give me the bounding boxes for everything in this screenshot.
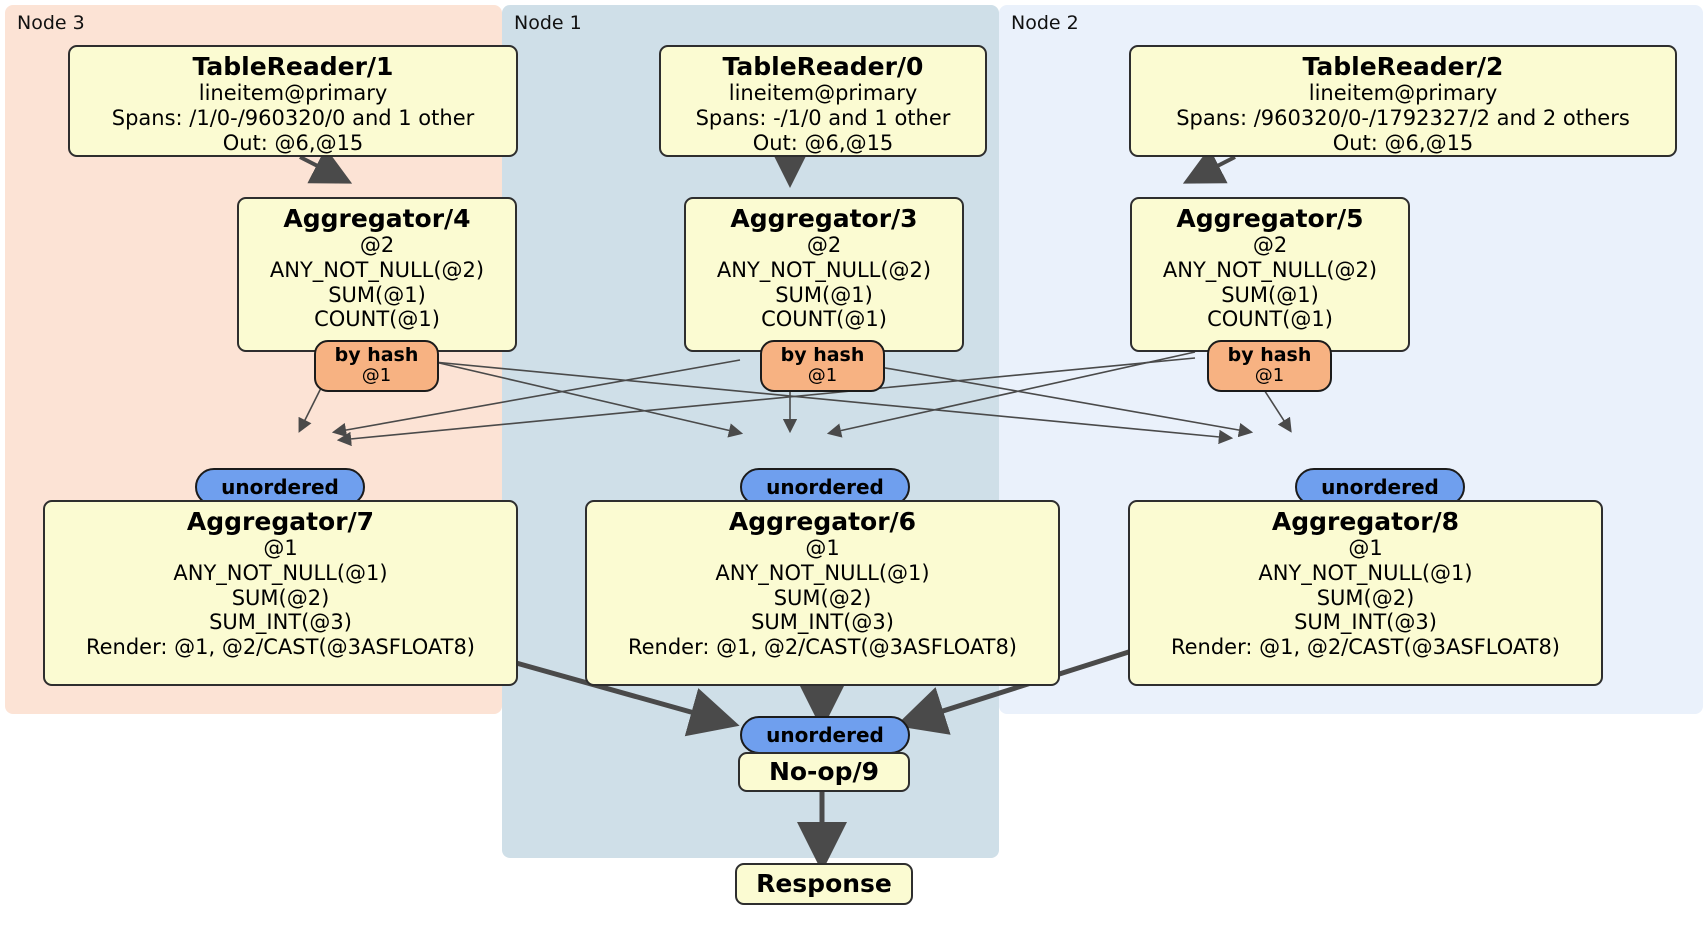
processor-detail-line: COUNT(@1) [761,307,887,332]
processor-detail-line: SUM(@2) [1316,585,1415,610]
processor-title: No-op/9 [768,757,880,786]
processor-table-reader-2[interactable]: TableReader/2 lineitem@primary Spans: /9… [1129,45,1677,157]
processor-detail-line: SUM(@1) [775,282,873,307]
processor-detail-line: @2 [806,233,842,257]
processor-title: Aggregator/6 [728,507,917,536]
processor-title: Aggregator/5 [1176,204,1364,233]
processor-response[interactable]: Response [735,863,913,905]
processor-table-reader-0[interactable]: TableReader/0 lineitem@primary Spans: -/… [659,45,987,157]
processor-detail-line: lineitem@primary [728,81,918,105]
router-unordered-final[interactable]: unordered [740,716,910,754]
node-panel-label-node3: Node 3 [17,12,85,34]
processor-aggregator-6[interactable]: Aggregator/6 @1 ANY_NOT_NULL(@1) SUM(@2)… [585,500,1060,686]
processor-detail-line: Out: @6,@15 [1332,130,1474,155]
router-label: unordered [1321,475,1439,499]
processor-detail-line: @1 [1348,536,1383,560]
processor-aggregator-4[interactable]: Aggregator/4 @2 ANY_NOT_NULL(@2) SUM(@1)… [237,197,517,352]
node-panel-label-node1: Node 1 [514,12,582,34]
router-unordered-node1[interactable]: unordered [740,468,910,506]
processor-detail-line: ANY_NOT_NULL(@2) [1162,257,1378,282]
processor-detail-line: Out: @6,@15 [222,130,364,155]
processor-detail-line: SUM(@2) [773,585,872,610]
processor-detail-line: lineitem@primary [198,81,388,105]
processor-title: Response [756,869,892,898]
router-label: unordered [766,475,884,499]
processor-detail-line: ANY_NOT_NULL(@2) [269,257,485,282]
processor-title: TableReader/0 [722,52,924,81]
processor-detail-line: SUM_INT(@3) [751,610,894,635]
processor-detail-line: COUNT(@1) [314,307,440,332]
node-panel-label-node2: Node 2 [1011,12,1079,34]
router-column: @1 [361,364,392,386]
processor-title: TableReader/1 [192,52,394,81]
processor-detail-line: ANY_NOT_NULL(@1) [1258,560,1473,585]
processor-detail-line: COUNT(@1) [1207,307,1333,332]
processor-detail-line: ANY_NOT_NULL(@1) [715,560,930,585]
processor-render-line: Render: @1, @2/CAST(@3ASFLOAT8) [627,635,1018,660]
processor-aggregator-8[interactable]: Aggregator/8 @1 ANY_NOT_NULL(@1) SUM(@2)… [1128,500,1603,686]
processor-detail-line: @2 [359,233,395,257]
processor-detail-line: SUM(@2) [231,585,330,610]
processor-detail-line: SUM(@1) [1221,282,1319,307]
router-unordered-node3[interactable]: unordered [195,468,365,506]
router-label: unordered [221,475,339,499]
processor-detail-line: Out: @6,@15 [752,130,894,155]
processor-aggregator-5[interactable]: Aggregator/5 @2 ANY_NOT_NULL(@2) SUM(@1)… [1130,197,1410,352]
router-by-hash-node3[interactable]: by hash @1 [314,340,439,392]
router-by-hash-node1[interactable]: by hash @1 [760,340,885,392]
processor-detail-line: ANY_NOT_NULL(@2) [716,257,932,282]
processor-title: TableReader/2 [1302,52,1504,81]
router-label: by hash [1227,344,1312,366]
processor-detail-line: @2 [1252,233,1288,257]
processor-detail-line: lineitem@primary [1308,81,1498,105]
processor-title: Aggregator/3 [730,204,918,233]
processor-detail-line: @1 [263,536,298,560]
router-column: @1 [807,364,838,386]
router-label: unordered [766,723,884,747]
router-label: by hash [334,344,419,366]
processor-detail-line: ANY_NOT_NULL(@1) [173,560,388,585]
processor-no-op-9[interactable]: No-op/9 [738,752,910,792]
processor-aggregator-3[interactable]: Aggregator/3 @2 ANY_NOT_NULL(@2) SUM(@1)… [684,197,964,352]
processor-detail-line: Spans: -/1/0 and 1 other [695,105,951,130]
processor-aggregator-7[interactable]: Aggregator/7 @1 ANY_NOT_NULL(@1) SUM(@2)… [43,500,518,686]
processor-detail-line: @1 [805,536,840,560]
router-by-hash-node2[interactable]: by hash @1 [1207,340,1332,392]
processor-render-line: Render: @1, @2/CAST(@3ASFLOAT8) [85,635,476,660]
processor-title: Aggregator/7 [186,507,375,536]
processor-table-reader-1[interactable]: TableReader/1 lineitem@primary Spans: /1… [68,45,518,157]
processor-detail-line: SUM_INT(@3) [209,610,352,635]
processor-render-line: Render: @1, @2/CAST(@3ASFLOAT8) [1170,635,1561,660]
router-column: @1 [1254,364,1285,386]
processor-title: Aggregator/4 [283,204,471,233]
router-label: by hash [780,344,865,366]
processor-detail-line: SUM_INT(@3) [1294,610,1437,635]
processor-detail-line: Spans: /1/0-/960320/0 and 1 other [111,105,475,130]
processor-detail-line: SUM(@1) [328,282,426,307]
processor-title: Aggregator/8 [1271,507,1460,536]
processor-detail-line: Spans: /960320/0-/1792327/2 and 2 others [1176,105,1630,130]
